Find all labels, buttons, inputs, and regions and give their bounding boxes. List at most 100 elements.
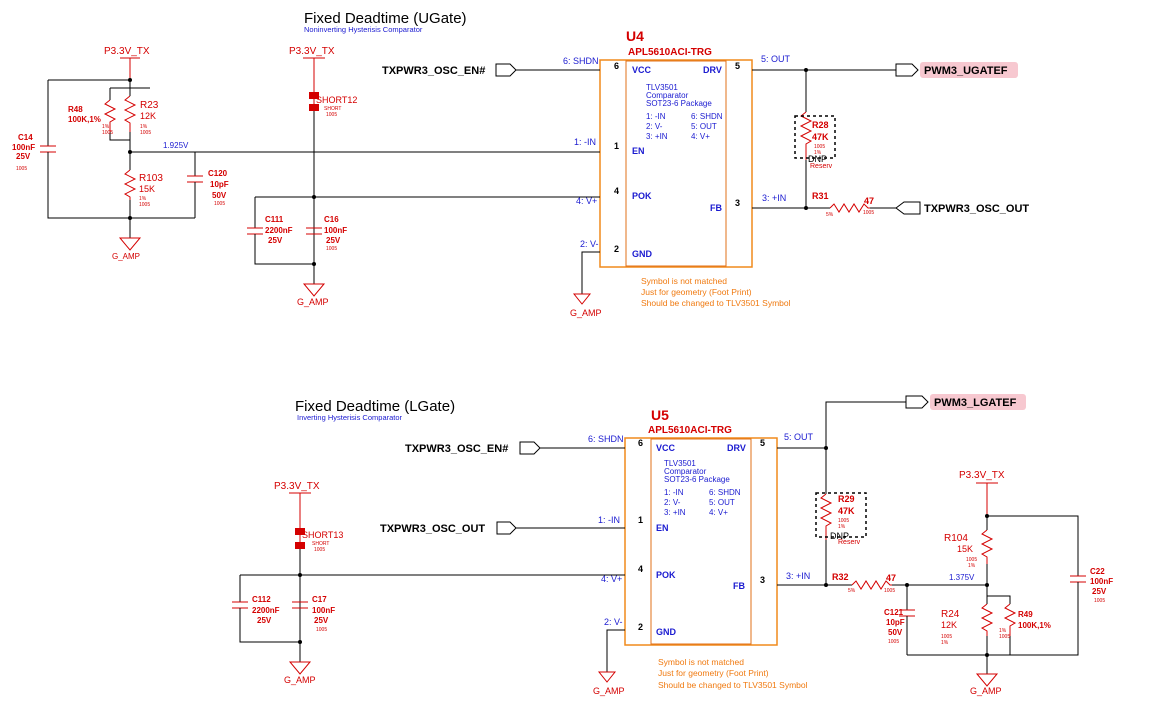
u4-power-left-symbol xyxy=(120,57,140,78)
u5-gnd1-label: G_AMP xyxy=(284,675,316,685)
u4-r28-note: Reserv xyxy=(810,163,833,170)
u5-note-2: Just for geometry (Foot Print) xyxy=(658,668,769,678)
u5-r29-note: Reserv xyxy=(838,539,861,546)
u5-short-bottom xyxy=(295,542,305,549)
upper-section: Fixed Deadtime (UGate) Noninverting Hyst… xyxy=(12,10,1029,318)
u5-c22-body xyxy=(1070,575,1086,583)
u4-pin-drv: DRV xyxy=(703,65,722,75)
u5-junction-power xyxy=(985,514,989,518)
u5-pin-gnd: GND xyxy=(656,627,677,637)
u5-c17-v2: 25V xyxy=(314,616,329,625)
u4-r31-ref: R31 xyxy=(812,191,829,201)
u5-junction-c121 xyxy=(905,583,909,587)
u5-pinnum-gnd: 2 xyxy=(638,622,643,632)
u5-c112-body xyxy=(232,601,248,609)
u5-r24-value: 12K xyxy=(941,620,957,630)
lower-subtitle: Inverting Hysterisis Comparator xyxy=(297,413,403,422)
u4-chip-line-2: Comparator xyxy=(646,91,689,100)
u5-pinmap-r2: 5: OUT xyxy=(709,498,735,507)
u4-r28-body xyxy=(799,111,813,160)
u4-out-flag xyxy=(920,62,1018,78)
u5-pin-en: EN xyxy=(656,523,669,533)
upper-subtitle: Noninverting Hysterisis Comparator xyxy=(304,25,423,34)
u4-r31-pkg: 1005 xyxy=(863,210,874,216)
u5-c22-v1: 100nF xyxy=(1090,577,1113,586)
u5-pin-fb: FB xyxy=(733,581,745,591)
u5-r29-ref: R29 xyxy=(838,494,855,504)
u4-short-ref: SHORT12 xyxy=(316,95,357,105)
u5-gnd3-label: G_AMP xyxy=(970,686,1002,696)
u5-net-in-minus: TXPWR3_OSC_OUT xyxy=(380,523,485,535)
u4-ref: U4 xyxy=(626,28,644,44)
u5-pinmap-l3: 3: +IN xyxy=(664,508,686,517)
u5-gnd1-symbol xyxy=(288,661,312,675)
u5-r104-body xyxy=(980,529,994,564)
lower-title: Fixed Deadtime (LGate) xyxy=(295,398,455,415)
u5-c17-ref: C17 xyxy=(312,595,327,604)
u4-r28-pkg: 1005 xyxy=(814,144,825,150)
u5-r32-pkg: 1005 xyxy=(884,588,895,594)
u4-pin-pok: POK xyxy=(632,191,652,201)
u4-net-out: PWM3_UGATEF xyxy=(924,65,1008,77)
u4-pinmap-l1: 1: -IN xyxy=(646,112,666,121)
u5-r32-body xyxy=(851,580,892,590)
u4-junction-en xyxy=(128,150,132,154)
u5-r24-ref: R24 xyxy=(941,609,960,620)
u5-wire-c112-bottom xyxy=(239,608,300,643)
lower-section: Fixed Deadtime (LGate) Inverting Hysteri… xyxy=(232,394,1113,696)
u4-r48-ref: R48 xyxy=(68,105,83,114)
u5-net-out: PWM3_LGATEF xyxy=(934,397,1017,409)
u4-c111-ref: C111 xyxy=(265,215,284,224)
u4-r23-tol: 1% xyxy=(140,124,148,130)
u4-gnd2-symbol xyxy=(302,283,326,297)
u4-chip-line-3: SOT23-6 Package xyxy=(646,99,712,108)
u5-pin-drv: DRV xyxy=(727,443,746,453)
u5-r29-body xyxy=(819,493,833,540)
u4-r28-tol: 1% xyxy=(814,150,822,156)
u4-gnd1-symbol xyxy=(118,237,142,251)
u4-wire-c111-bottom xyxy=(254,234,314,265)
u5-c22-pkg: 1005 xyxy=(1094,598,1105,604)
u5-power-right-label: P3.3V_TX xyxy=(959,470,1005,481)
u4-junction-drv xyxy=(804,68,808,72)
u5-r49-ref: R49 xyxy=(1018,610,1033,619)
u4-c16-body xyxy=(306,227,322,235)
u4-r103-body xyxy=(123,169,137,200)
u5-outline xyxy=(624,437,778,646)
u5-pinnum-pok: 4 xyxy=(638,564,643,574)
u5-c22-v2: 25V xyxy=(1092,587,1107,596)
u5-inner-outline xyxy=(650,438,752,645)
u4-r23-ref: R23 xyxy=(140,100,159,111)
u4-power-center-symbol xyxy=(303,57,325,92)
u5-r32-ref: R32 xyxy=(832,572,849,582)
u4-c16-v2: 25V xyxy=(326,236,341,245)
u4-junction-fb xyxy=(804,206,808,210)
u5-r24-pkg: 1005 xyxy=(941,634,952,640)
u4-c120-pkg: 1005 xyxy=(214,201,225,207)
u4-r28-value: 47K xyxy=(812,132,829,142)
u4-c120-body xyxy=(187,175,203,183)
u4-r103-tol: 1% xyxy=(139,196,147,202)
u4-c120-v1: 10pF xyxy=(210,180,229,189)
u5-r29-value: 47K xyxy=(838,506,855,516)
u4-alias-pok: 4: V+ xyxy=(576,196,597,206)
u4-junction-gnd xyxy=(128,216,132,220)
u4-pin-fb: FB xyxy=(710,203,722,213)
u4-c111-body xyxy=(247,227,263,235)
u4-alias-vcc: 6: SHDN xyxy=(563,56,599,66)
u5-c112-v2: 25V xyxy=(257,616,272,625)
u5-r104-ref: R104 xyxy=(944,533,968,544)
u5-r29-dnp: DNP xyxy=(830,531,849,541)
u5-c112-v1: 2200nF xyxy=(252,606,280,615)
u4-r28-dnp: DNP xyxy=(808,154,827,164)
u4-c16-ref: C16 xyxy=(324,215,339,224)
u5-r49-value: 100K,1% xyxy=(1018,621,1051,630)
u5-out-flag xyxy=(930,394,1026,410)
u4-c14-ref: C14 xyxy=(18,133,33,142)
u4-c14-body xyxy=(40,145,56,153)
u4-pin-vcc: VCC xyxy=(632,65,652,75)
u4-r23-body xyxy=(123,95,137,132)
u4-power-center-label: P3.3V_TX xyxy=(289,46,335,57)
u5-r49-pkg: 1005 xyxy=(999,634,1010,640)
